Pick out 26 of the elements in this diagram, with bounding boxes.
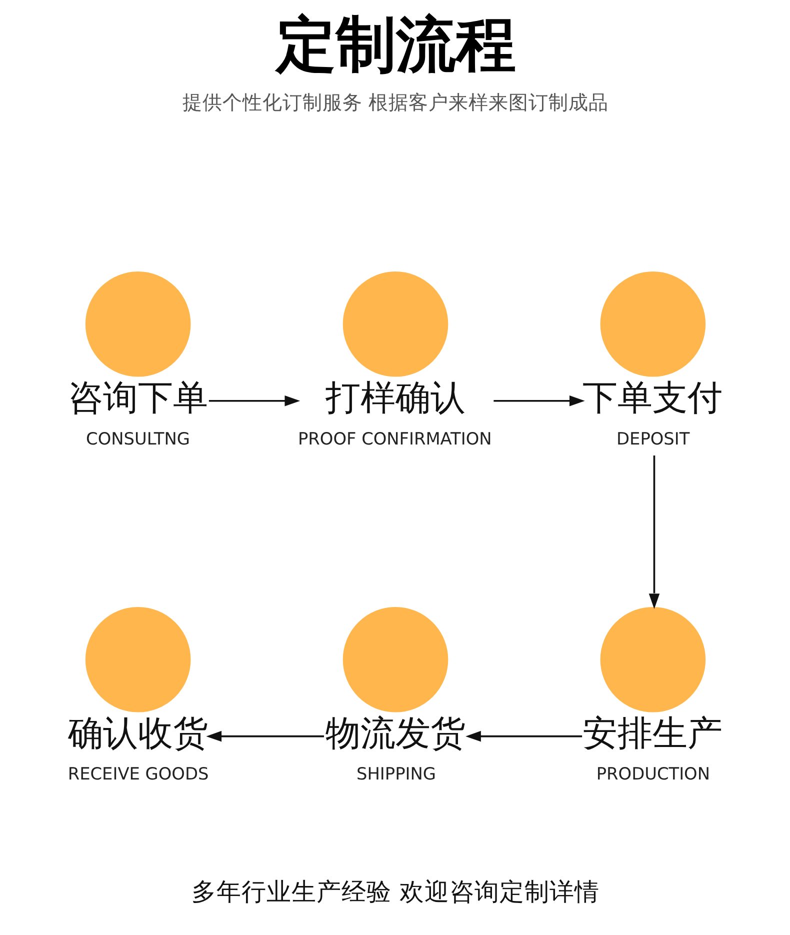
diagram-title: 定制流程 <box>275 10 516 80</box>
node-circle <box>600 606 706 712</box>
node-label: PROOF CONFIRMATION <box>297 428 492 448</box>
node-label: DEPOSIT <box>616 428 690 448</box>
node-label: 物流发货 <box>324 712 465 754</box>
node-circle <box>600 272 706 377</box>
node-label: 确认收货 <box>67 712 208 754</box>
node-circle <box>84 272 190 377</box>
node-circle <box>84 606 190 712</box>
label: 提供个性化订制服务 根据客户来样来图订制成品 <box>182 90 608 114</box>
node-label: 安排生产 <box>582 712 722 754</box>
node-circle <box>342 272 448 377</box>
arrow <box>465 730 582 742</box>
arrow <box>493 395 584 406</box>
node-label: 咨询下单 <box>67 377 208 418</box>
node-label: 打样确认 <box>324 377 465 418</box>
node-label: SHIPPING <box>356 764 436 784</box>
node-label: CONSULTNG <box>86 428 190 448</box>
arrow <box>648 455 660 610</box>
node-label: 下单支付 <box>582 377 722 418</box>
node-label: RECEIVE GOODS <box>67 764 208 784</box>
node-circle <box>342 606 448 712</box>
arrow <box>206 730 324 742</box>
node-label: PRODUCTION <box>596 764 710 784</box>
caption: 多年行业生产经验 欢迎咨询定制详情 <box>191 876 599 906</box>
arrow <box>208 395 300 406</box>
